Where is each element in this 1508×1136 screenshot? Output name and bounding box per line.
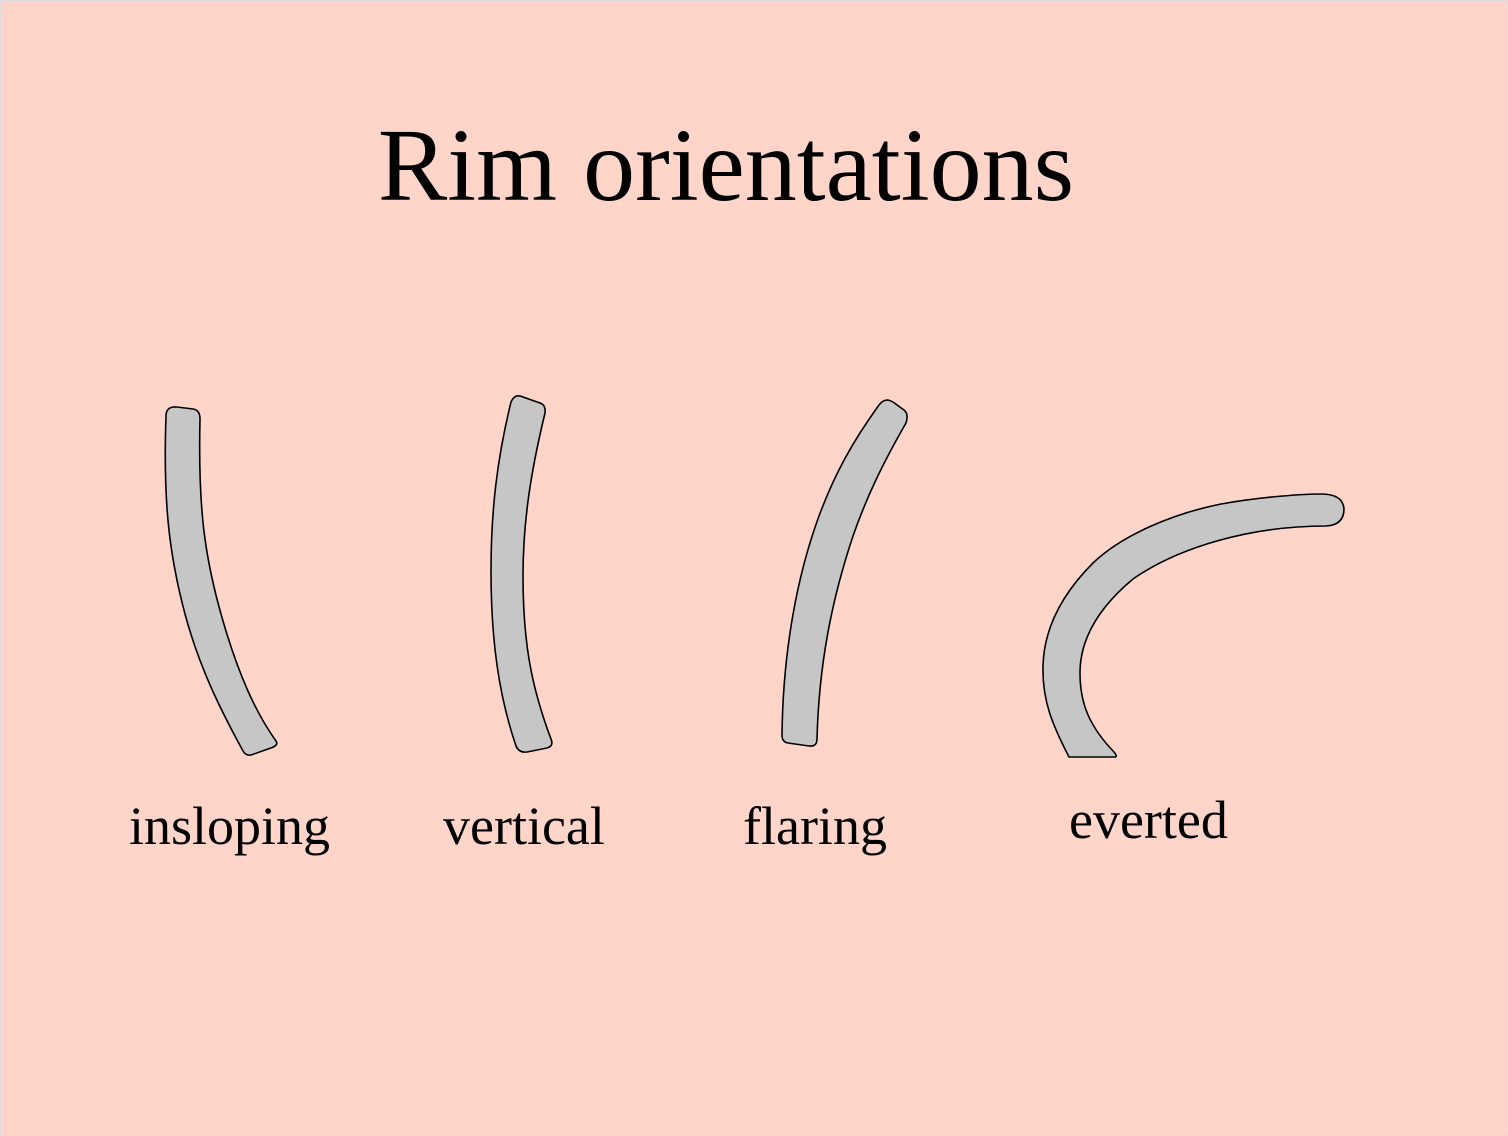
label-everted: everted (1069, 790, 1228, 850)
rim-profile-insloping (164, 406, 278, 756)
slide-title: Rim orientations (377, 108, 1075, 223)
label-vertical: vertical (443, 796, 605, 856)
rim-profile-vertical (490, 395, 553, 753)
rim-profile-flaring (781, 399, 908, 747)
rim-profile-everted (1042, 493, 1345, 758)
label-flaring: flaring (743, 796, 887, 856)
label-insloping: insloping (129, 796, 331, 856)
